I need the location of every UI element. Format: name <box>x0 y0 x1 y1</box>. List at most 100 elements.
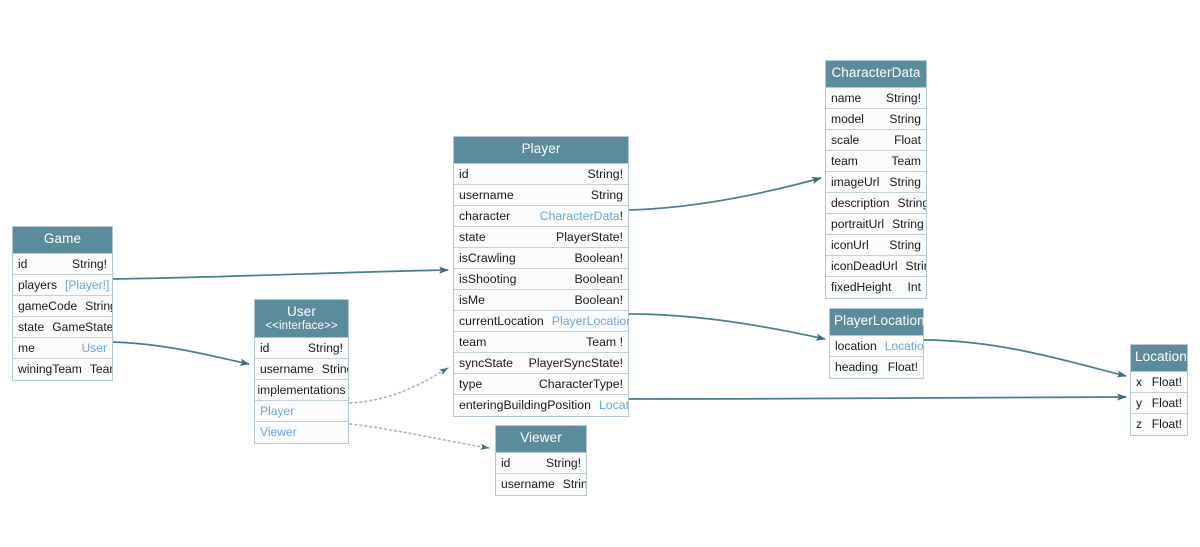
edge-game-players-to-player <box>112 266 449 280</box>
field-row[interactable]: username String <box>496 473 586 495</box>
field-type-non-null-marker: ! <box>619 208 623 223</box>
field-row[interactable]: id String! <box>496 452 586 474</box>
field-name: x <box>1136 374 1143 389</box>
field-type: Boolean! <box>574 292 623 307</box>
field-row[interactable]: z Float! <box>1131 413 1187 435</box>
field-type[interactable]: PlayerLocation! <box>551 313 628 328</box>
edge-game-me-to-user <box>112 341 250 366</box>
field-type: String! <box>886 90 921 105</box>
field-type[interactable]: Location! <box>884 338 923 353</box>
entity-viewer-header: Viewer <box>496 426 586 453</box>
implementation-name[interactable]: Player <box>260 403 295 418</box>
field-row[interactable]: location Location! <box>830 335 923 357</box>
entity-characterdata-fields: name String! model String scale Float te… <box>826 87 927 298</box>
edge-player-currentlocation-to-playerlocation <box>628 313 826 341</box>
field-row[interactable]: fixedHeight Int <box>826 276 926 298</box>
implementation-name[interactable]: Viewer <box>260 425 297 440</box>
field-row[interactable]: enteringBuildingPosition Location <box>454 394 628 416</box>
field-row[interactable]: character CharacterData! <box>454 205 628 227</box>
entity-player-title: Player <box>521 141 561 156</box>
field-type: PlayerState! <box>556 229 623 244</box>
field-row[interactable]: y Float! <box>1131 392 1187 414</box>
field-row[interactable]: gameCode String! <box>13 295 112 317</box>
field-row[interactable]: id String! <box>255 337 348 359</box>
field-name: gameCode <box>18 298 78 313</box>
field-row[interactable]: currentLocation PlayerLocation! <box>454 310 628 332</box>
entity-viewer-fields: id String! username String <box>496 452 586 495</box>
field-name: state <box>459 229 486 244</box>
field-type[interactable]: User <box>81 340 107 355</box>
field-row[interactable]: isMe Boolean! <box>454 289 628 311</box>
field-name: portraitUrl <box>831 216 885 231</box>
field-name: imageUrl <box>831 174 880 189</box>
field-row[interactable]: me User <box>13 337 112 359</box>
field-row[interactable]: id String! <box>454 163 628 185</box>
field-type: String <box>889 174 921 189</box>
field-type: String <box>889 111 921 126</box>
field-name: team <box>831 153 858 168</box>
implementation-row-viewer[interactable]: Viewer <box>255 421 348 443</box>
field-name: fixedHeight <box>831 280 892 295</box>
field-row[interactable]: imageUrl String <box>826 171 926 193</box>
field-type: Boolean! <box>574 271 623 286</box>
entity-location[interactable]: Location x Float! y Float! z Float! <box>1130 344 1188 436</box>
field-type[interactable]: CharacterData! <box>539 208 623 223</box>
field-row[interactable]: name String! <box>826 87 926 109</box>
field-type: Team <box>891 153 921 168</box>
field-name: state <box>18 319 45 334</box>
implementation-row-player[interactable]: Player <box>255 400 348 422</box>
entity-characterdata[interactable]: CharacterData name String! model String … <box>825 60 927 299</box>
field-name: me <box>18 340 35 355</box>
entity-game[interactable]: Game id String! players [Player!] gameCo… <box>12 226 113 381</box>
field-name: location <box>835 338 877 353</box>
field-name: id <box>501 455 511 470</box>
field-name: isShooting <box>459 271 517 286</box>
field-row[interactable]: scale Float <box>826 129 926 151</box>
field-type[interactable]: [Player!] <box>65 277 110 292</box>
entity-playerlocation[interactable]: PlayerLocation location Location! headin… <box>829 308 925 379</box>
field-row[interactable]: isCrawling Boolean! <box>454 247 628 269</box>
field-row[interactable]: model String <box>826 108 926 130</box>
field-type: Float! <box>887 360 918 375</box>
entity-user[interactable]: User <<interface>> id String! username S… <box>254 299 349 444</box>
entity-game-title: Game <box>43 231 82 246</box>
field-row[interactable]: x Float! <box>1131 371 1187 393</box>
field-name: character <box>459 208 511 223</box>
field-type: String <box>889 237 921 252</box>
field-name: iconDeadUrl <box>831 258 898 273</box>
field-row[interactable]: description String <box>826 192 927 214</box>
edge-player-character-to-characterdata <box>628 176 822 211</box>
entity-player[interactable]: Player id String! username String charac… <box>453 136 629 417</box>
field-type: String <box>897 195 927 210</box>
field-name: isCrawling <box>459 250 516 265</box>
entity-user-title: User <box>287 304 316 319</box>
field-row[interactable]: winingTeam Team <box>13 358 112 380</box>
field-type[interactable]: Location <box>598 398 628 413</box>
entity-player-header: Player <box>454 137 628 164</box>
entity-user-stereotype: <<interface>> <box>265 319 338 332</box>
field-row[interactable]: state GameState! <box>13 316 112 338</box>
field-row[interactable]: iconDeadUrl String <box>826 255 926 277</box>
field-row[interactable]: syncState PlayerSyncState! <box>454 352 628 374</box>
field-row[interactable]: username String <box>454 184 628 206</box>
field-row[interactable]: state PlayerState! <box>454 226 628 248</box>
field-row[interactable]: id String! <box>13 253 112 275</box>
field-type: String <box>590 187 623 202</box>
field-row[interactable]: username String <box>255 358 348 380</box>
field-row[interactable]: type CharacterType! <box>454 373 628 395</box>
field-type: Int <box>907 280 921 295</box>
field-name: id <box>459 166 469 181</box>
field-row[interactable]: heading Float! <box>830 356 923 378</box>
field-row[interactable]: iconUrl String <box>826 234 926 256</box>
field-row[interactable]: players [Player!] <box>13 274 112 296</box>
field-row[interactable]: isShooting Boolean! <box>454 268 628 290</box>
entity-viewer[interactable]: Viewer id String! username String <box>495 425 587 496</box>
field-row[interactable]: portraitUrl String <box>826 213 926 235</box>
field-row[interactable]: team Team <box>826 150 926 172</box>
entity-location-fields: x Float! y Float! z Float! <box>1131 371 1187 435</box>
field-row[interactable]: team Team ! <box>454 331 628 353</box>
field-name: heading <box>835 360 879 375</box>
entity-playerlocation-title: PlayerLocation <box>834 313 925 328</box>
field-type: Float <box>894 132 921 147</box>
